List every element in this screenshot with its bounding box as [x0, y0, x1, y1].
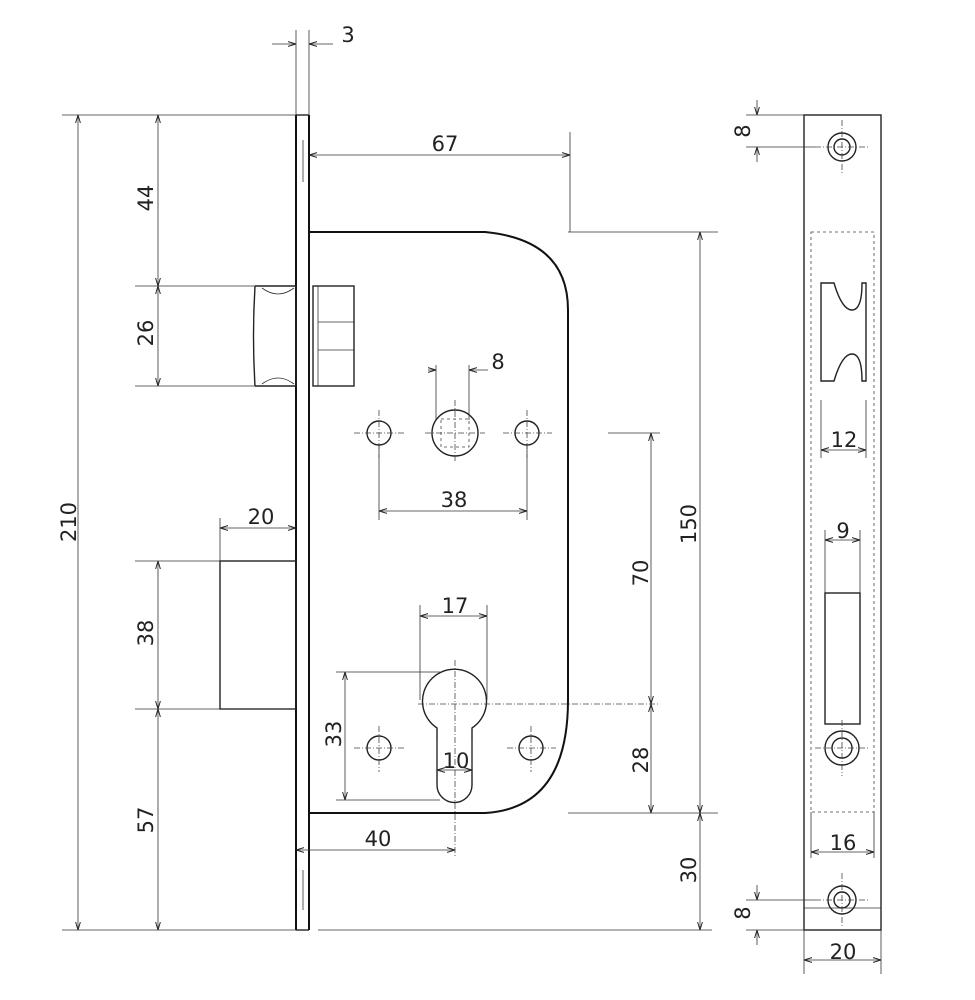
dim-handle-to-cylinder-label: 70	[629, 560, 653, 587]
dim-cylinder-width-label: 17	[442, 594, 469, 618]
dim-cylinder-slot-label: 10	[443, 749, 470, 773]
dim-strike-hole-top: 8	[731, 100, 757, 162]
dim-strike-plate-width-label: 20	[830, 940, 857, 964]
dim-fixing-hole-spacing-label: 38	[441, 488, 468, 512]
dim-strike-inner-width-label: 16	[830, 831, 857, 855]
dim-cylinder-backset-label: 40	[365, 827, 392, 851]
deadbolt	[219, 560, 297, 710]
dim-cylinder-to-case-bottom-label: 28	[629, 747, 653, 774]
lock-case	[309, 231, 569, 814]
dim-strike-latch-width: 12	[821, 428, 866, 452]
fixing-hole-upper-right	[503, 410, 552, 458]
dim-bottom-to-deadbolt: 57	[134, 709, 158, 930]
dim-strike-inner-width: 16	[811, 831, 874, 855]
dim-total-height-label: 210	[57, 502, 81, 542]
latch-bolt	[252, 285, 355, 387]
dim-cylinder-to-case-bottom: 28	[629, 704, 653, 813]
fixing-hole-lower-right	[507, 726, 556, 772]
dim-strike-plate-width: 20	[804, 940, 881, 964]
dim-latch-throw-label: 20	[248, 505, 275, 529]
dim-case-height-label: 150	[677, 504, 701, 544]
dim-faceplate-thickness-label: 3	[341, 23, 354, 47]
dim-backset: 67	[309, 132, 570, 156]
front-latch-opening	[820, 282, 867, 382]
dim-strike-hole-bottom-label: 8	[731, 906, 755, 919]
front-screw-hole-top	[815, 120, 869, 174]
side-extension-lines	[746, 114, 882, 974]
dim-cylinder-width: 17	[420, 594, 487, 618]
dim-case-bottom-to-plate-bottom: 30	[677, 813, 701, 930]
dim-total-height: 210	[57, 115, 81, 930]
front-screw-hole-bottom	[815, 873, 869, 927]
extension-lines	[62, 30, 718, 931]
dim-backset-label: 67	[432, 132, 459, 156]
spindle-hole	[425, 400, 485, 462]
dim-deadbolt-height: 38	[134, 561, 158, 709]
dim-strike-latch-width-label: 12	[831, 428, 858, 452]
cylinder-cutout	[418, 660, 660, 858]
dim-top-to-latch: 44	[134, 115, 158, 286]
front-screw-hole-middle	[815, 720, 869, 776]
dim-case-bottom-to-plate-bottom-label: 30	[677, 857, 701, 884]
dim-deadbolt-height-label: 38	[134, 620, 158, 647]
dim-handle-to-cylinder: 70	[629, 433, 653, 704]
dim-latch-height-label: 26	[134, 320, 158, 347]
dim-strike-bolt-width: 9	[825, 519, 860, 543]
front-bolt-opening	[824, 592, 861, 725]
dim-strike-hole-top-label: 8	[731, 124, 755, 137]
dim-case-height: 150	[677, 232, 701, 813]
dim-fixing-hole-spacing: 38	[379, 488, 527, 512]
dim-cylinder-slot: 10	[437, 749, 472, 773]
dim-cylinder-height: 33	[322, 672, 346, 800]
dim-cylinder-height-label: 33	[322, 721, 346, 748]
dim-spindle-square: 8	[428, 350, 505, 374]
fixing-hole-lower-left	[354, 726, 404, 772]
dim-latch-height: 26	[134, 286, 158, 386]
dim-cylinder-backset: 40	[296, 827, 455, 851]
dim-top-to-latch-label: 44	[134, 185, 158, 212]
faceplate	[295, 114, 310, 931]
dim-strike-bolt-width-label: 9	[836, 519, 849, 543]
dim-spindle-square-label: 8	[491, 350, 504, 374]
dim-latch-throw: 20	[220, 505, 296, 529]
dim-faceplate-thickness: 3	[272, 23, 355, 47]
dim-strike-hole-bottom: 8	[731, 885, 757, 945]
dim-bottom-to-deadbolt-label: 57	[134, 807, 158, 834]
